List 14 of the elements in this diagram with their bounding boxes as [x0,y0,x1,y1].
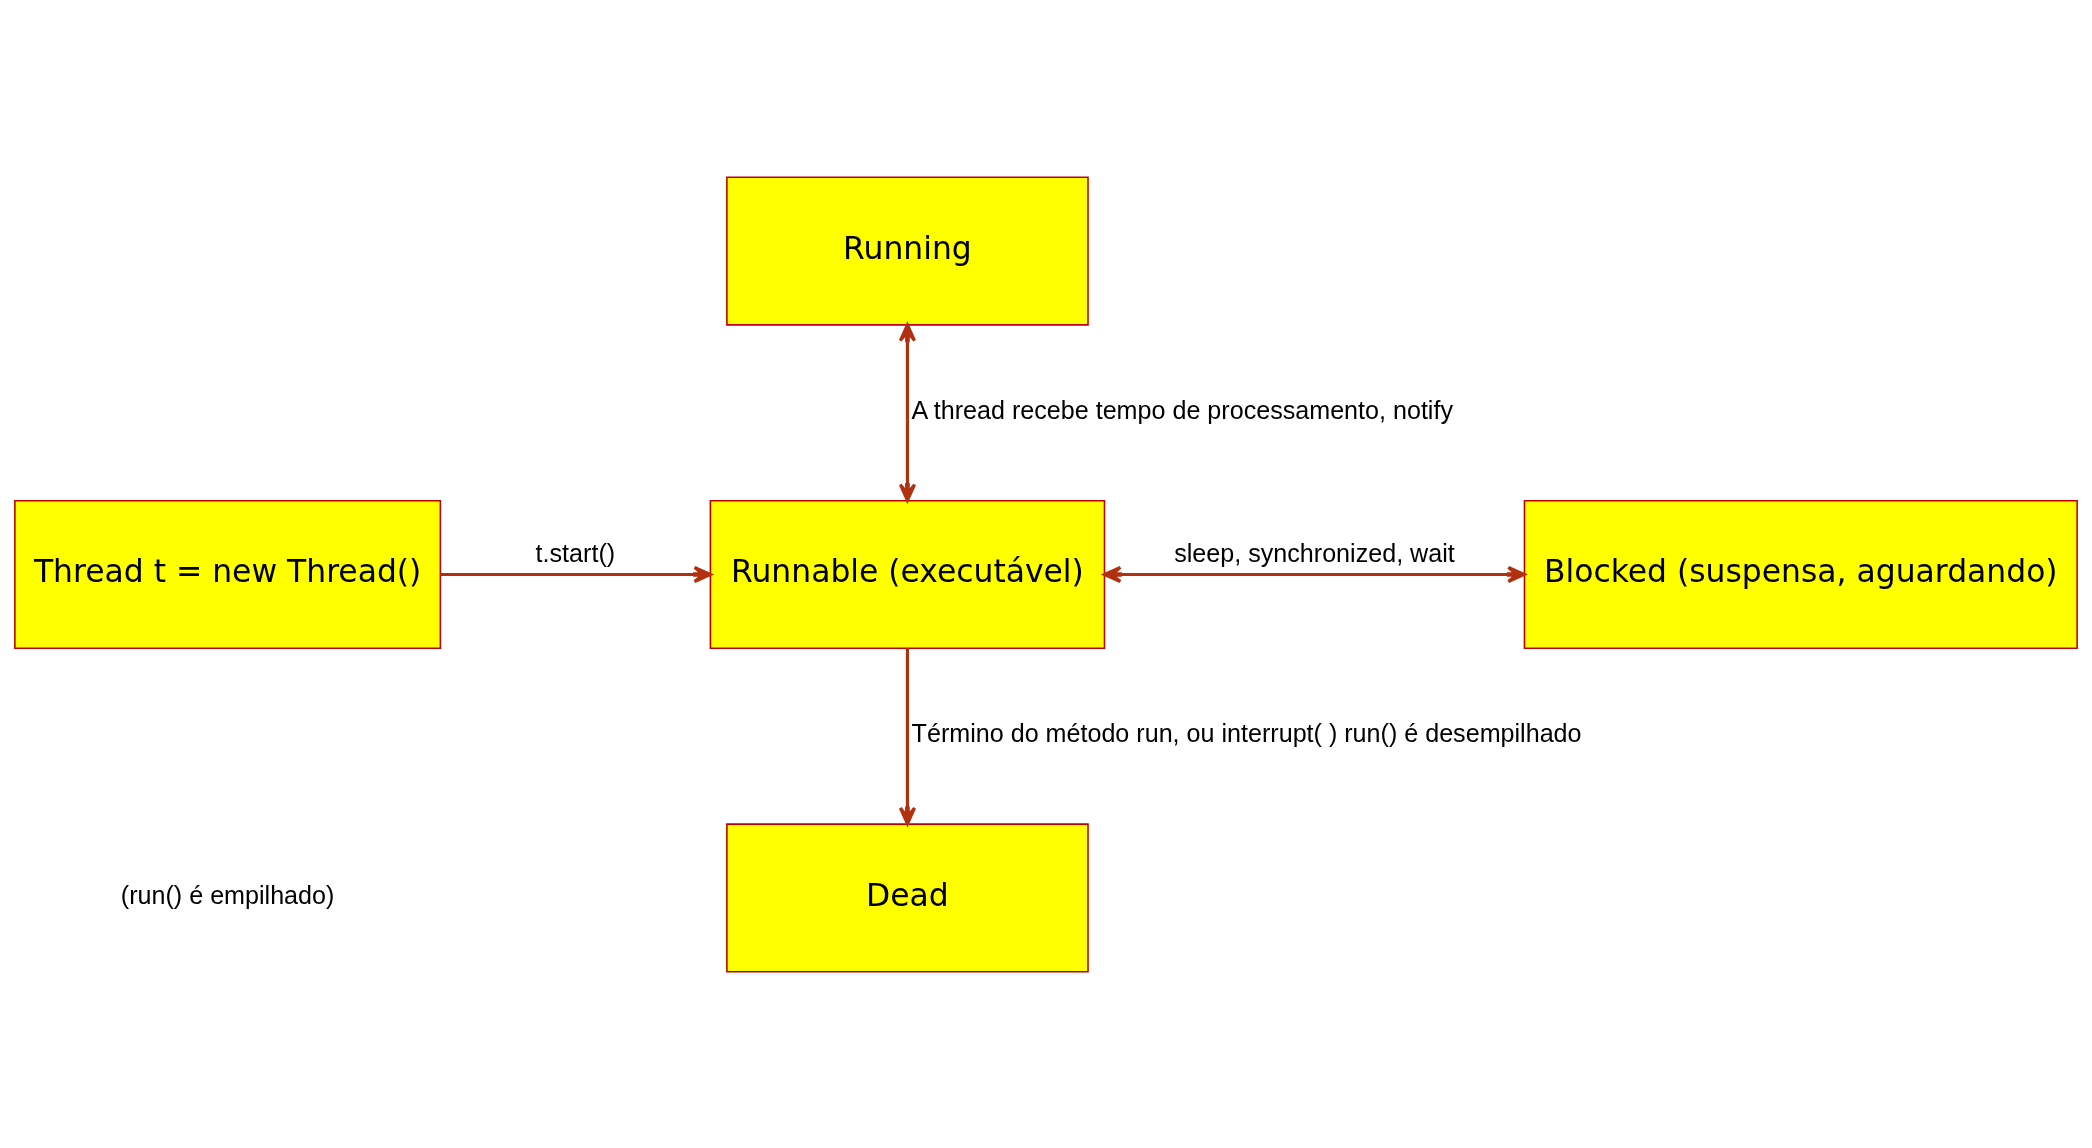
edge-label: A thread recebe tempo de processamento, notify [911,395,1453,424]
arrow [898,322,917,502]
node-box: Blocked (suspensa, aguardando) [1523,499,2078,649]
node-box: Thread t = new Thread() [14,499,442,649]
label: (run() é empilhado) [120,880,335,909]
node-box: Runnable (executável) [709,499,1106,649]
node-box: Dead [726,822,1089,972]
edge-label: sleep, synchronized, wait [1174,538,1455,567]
node-box: Running [726,176,1089,326]
arrow [440,565,712,583]
edge-label: t.start() [535,538,616,567]
edge-label: Término do método run, ou interrupt( ) run() é desempilhado [911,718,1582,747]
arrow [1103,565,1526,583]
arrow [898,647,917,825]
